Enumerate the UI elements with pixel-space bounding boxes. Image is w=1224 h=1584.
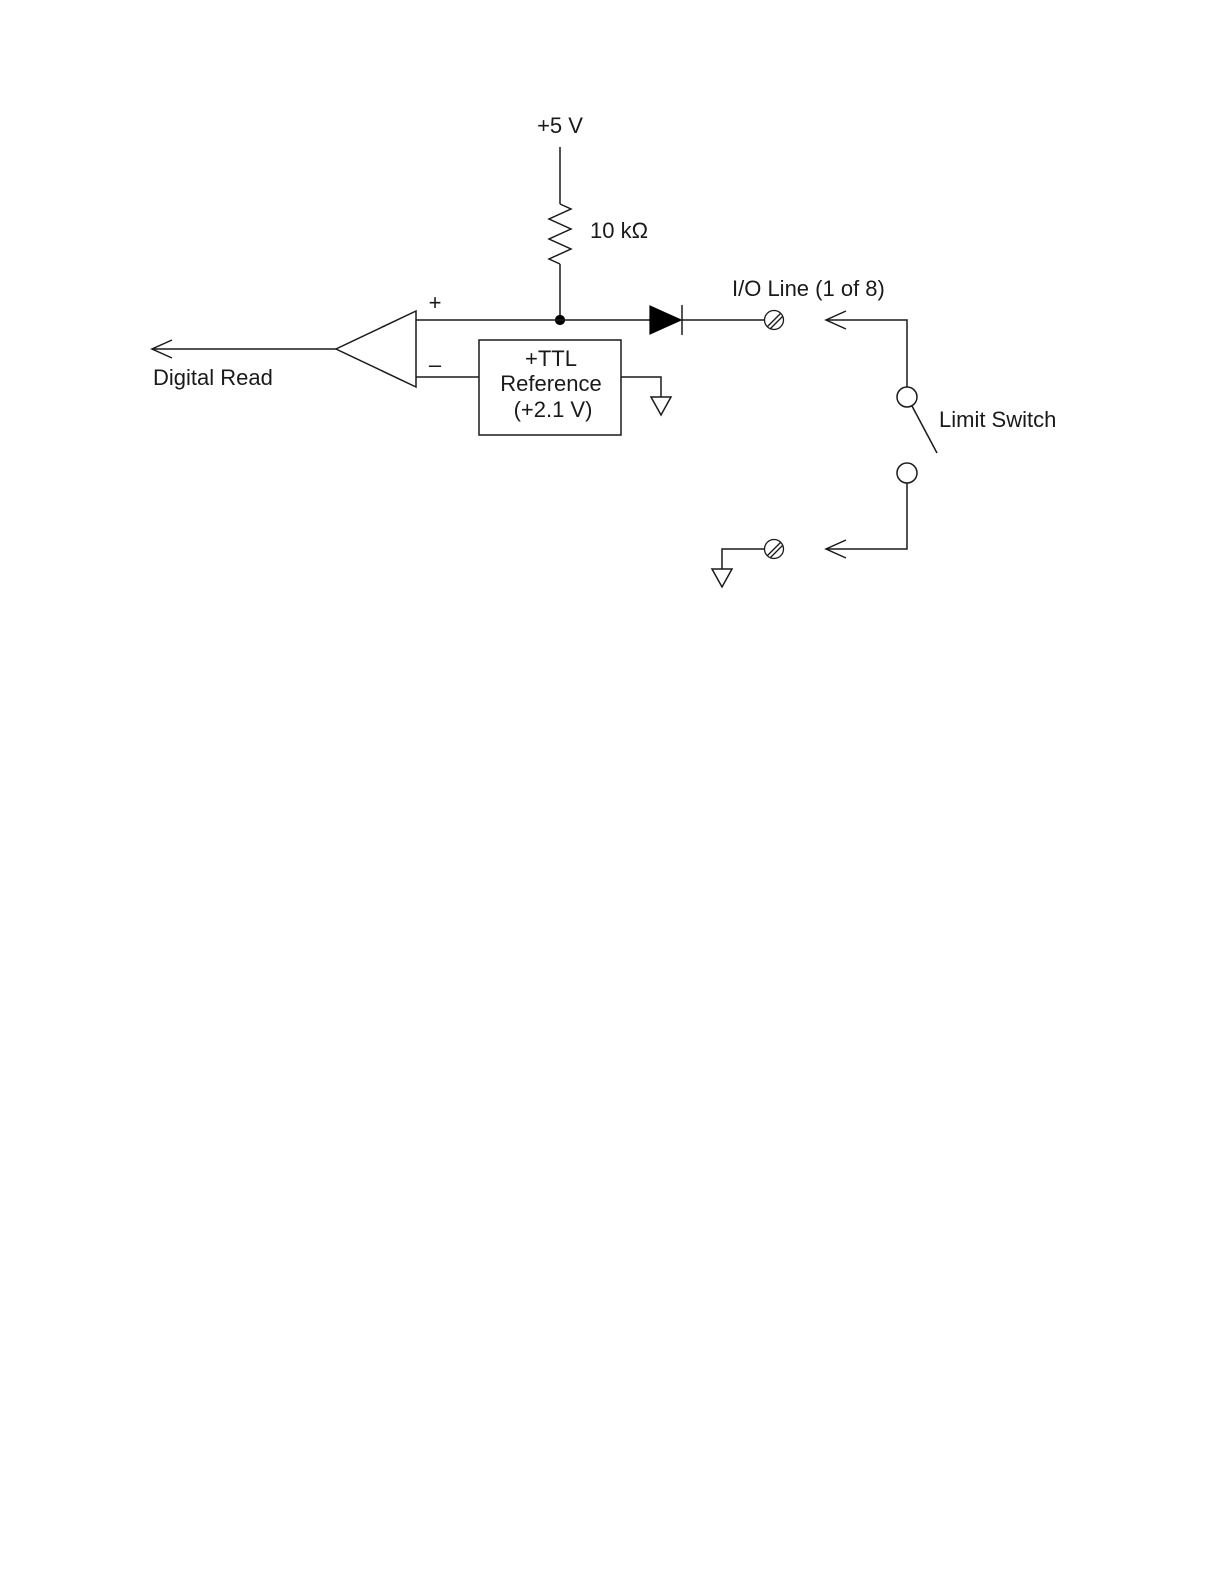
switch-top-wire (826, 320, 907, 387)
supply-label: +5 V (537, 113, 583, 138)
switch-bottom-wire (826, 483, 907, 549)
reference-line-3: (+2.1 V) (514, 397, 593, 422)
comparator-icon (336, 311, 416, 387)
io-line-label: I/O Line (1 of 8) (732, 276, 885, 301)
reference-line-2: Reference (500, 371, 602, 396)
reference-ground-wire (621, 377, 661, 397)
screw-terminal-icon (765, 311, 784, 330)
digital-read-label: Digital Read (153, 365, 273, 390)
diode-icon (650, 305, 682, 335)
ground-icon (712, 569, 732, 587)
switch-icon (897, 387, 937, 483)
terminal-ground-wire (722, 549, 764, 569)
plus-sign: + (429, 290, 442, 315)
ground-icon (651, 397, 671, 415)
minus-sign: – (429, 352, 442, 377)
limit-switch-label: Limit Switch (939, 407, 1056, 432)
reference-line-1: +TTL (525, 346, 577, 371)
screw-terminal-icon (765, 540, 784, 559)
resistor-label: 10 kΩ (590, 218, 648, 243)
resistor-icon (549, 204, 571, 264)
